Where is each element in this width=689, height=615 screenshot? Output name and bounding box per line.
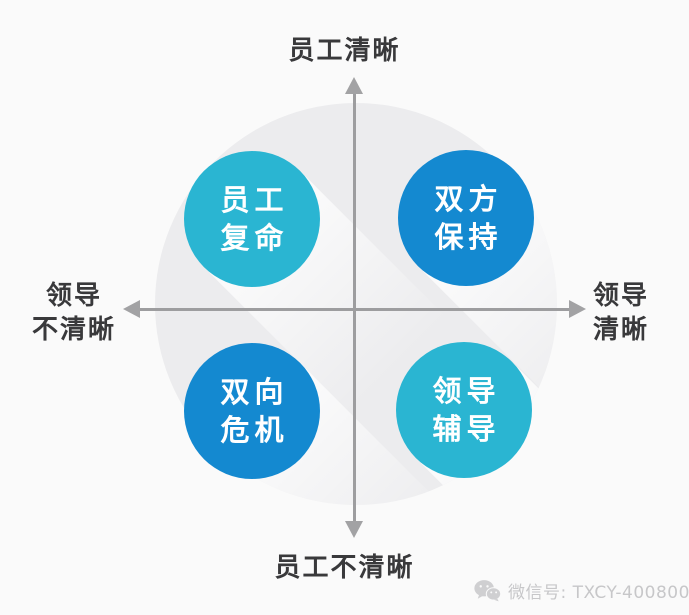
axis-label-right-line2: 清晰 [592,315,649,345]
quadrant-circle-top-right: 双方 保持 [398,150,534,286]
horizontal-axis-line [137,308,575,311]
arrow-right-icon [569,300,586,318]
watermark: 微信号: TXCY-400800 [474,578,689,603]
quadrant-label-line1: 双向 [220,375,289,409]
axis-label-bottom: 员工不清晰 [274,553,415,583]
axis-label-top: 员工清晰 [288,36,401,66]
quadrant-circle-bottom-left: 双向 危机 [184,343,320,479]
arrow-down-icon [345,521,363,538]
quadrant-label-line2: 辅导 [432,412,501,446]
quadrant-label-line2: 保持 [434,220,503,254]
arrow-left-icon [123,300,140,318]
axis-label-right: 领导 清晰 [553,279,689,347]
quadrant-label-line1: 领导 [432,374,501,408]
axis-label-left-line2: 不清晰 [31,315,116,345]
axis-label-left: 领导 不清晰 [0,279,148,347]
quadrant-label-line2: 危机 [220,413,289,447]
axis-label-right-line1: 领导 [592,281,649,311]
axis-label-left-line1: 领导 [45,281,102,311]
wechat-icon [474,580,501,602]
quadrant-label-line1: 员工 [220,183,289,217]
quadrant-label-line1: 双方 [434,182,503,216]
arrow-up-icon [345,77,363,94]
quadrant-circle-bottom-right: 领导 辅导 [396,342,532,478]
watermark-text: 微信号: TXCY-400800 [508,583,689,603]
quadrant-label-line2: 复命 [220,221,289,255]
quadrant-circle-top-left: 员工 复命 [184,151,320,287]
